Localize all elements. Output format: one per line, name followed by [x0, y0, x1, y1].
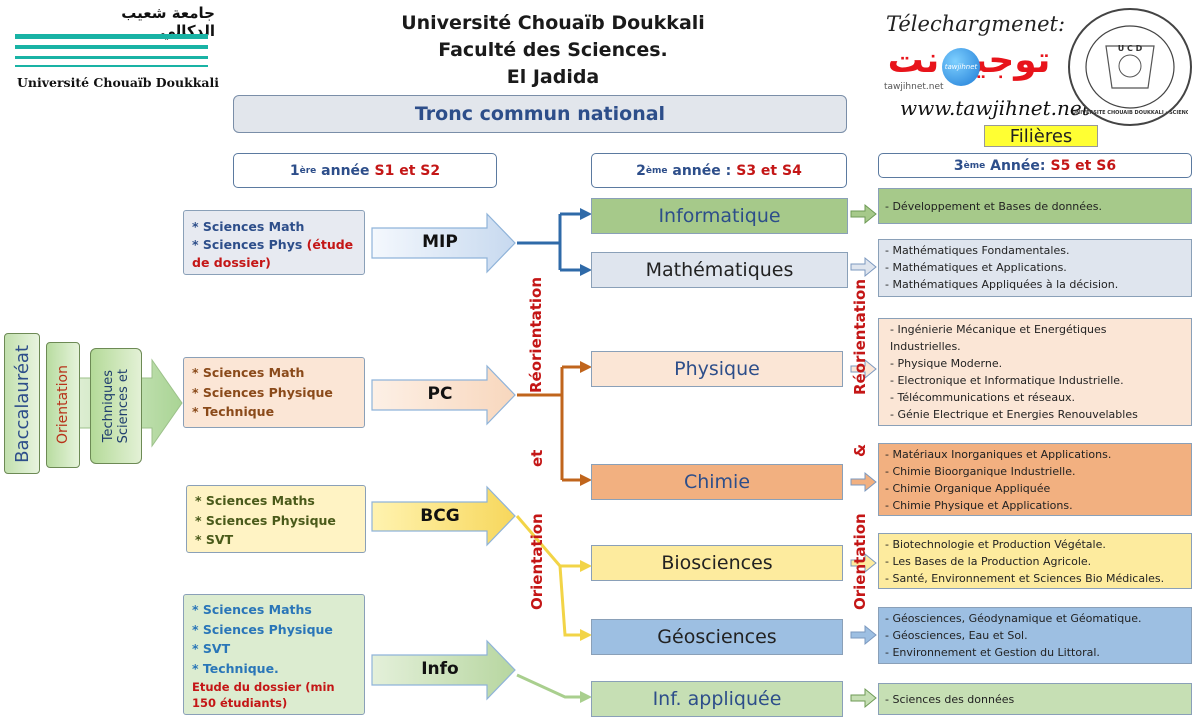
module-chimie: Chimie: [591, 464, 843, 500]
reorientation-label-right: Réorientation: [851, 278, 869, 395]
spec-chimie: - Matériaux Inorganiques et Applications…: [878, 443, 1192, 516]
spec-physique: - Ingénierie Mécanique et Energétiques I…: [878, 318, 1192, 426]
module-mathematiques: Mathématiques: [591, 252, 848, 288]
module-biosciences: Biosciences: [591, 545, 843, 581]
bac-group-info: * Sciences Maths * Sciences Physique * S…: [183, 594, 365, 715]
seal-emblem: [1068, 8, 1192, 126]
brand-logo: توجيه نت tawjihnet: [884, 40, 1054, 90]
spec-mathematiques: - Mathématiques Fondamentales. - Mathéma…: [878, 239, 1192, 297]
baccalaureat-box: Baccalauréat: [4, 333, 40, 474]
brand-badge: tawjihnet: [942, 48, 980, 86]
brand-small-url: tawjihnet.net: [884, 82, 944, 92]
logo-stripe: [15, 65, 208, 67]
small-arrow-geosciences: [850, 624, 877, 646]
spec-geosciences: - Géosciences, Géodynamique et Géomatiqu…: [878, 607, 1192, 664]
logo-latin-name: Université Chouaïb Doukkali: [17, 75, 219, 90]
module-geosciences: Géosciences: [591, 619, 843, 655]
small-arrow-biosciences: [850, 552, 877, 574]
spec-informatique: - Développement et Bases de données.: [878, 188, 1192, 224]
download-label: Télechargmenet:: [886, 12, 1066, 36]
spec-inf-appliquee: - Sciences des données: [878, 683, 1192, 715]
small-arrow-inf-appliquee: [850, 687, 877, 709]
orientation-label-right: Orientation: [851, 513, 869, 610]
bcg-arrow: [371, 485, 516, 547]
module-inf-appliquee: Inf. appliquée: [591, 681, 843, 717]
small-arrow-chimie: [850, 471, 877, 493]
orientation-label-left: Orientation: [528, 513, 546, 610]
track-pc-label: PC: [427, 384, 453, 404]
small-arrow-informatique: [850, 203, 877, 225]
filieres-badge: Filières: [984, 125, 1098, 147]
title-line-2: Faculté des Sciences.: [438, 39, 668, 61]
website-url[interactable]: www.tawjihnet.net: [900, 96, 1090, 120]
small-arrow-physique: [850, 358, 877, 380]
track-info-label: Info: [421, 659, 459, 679]
seal-text: UNIVERSITE CHOUAIB DOUKKALI · SCIENCES E…: [1072, 110, 1188, 116]
logo-stripe: [15, 45, 208, 49]
logo-stripe: [15, 34, 208, 39]
track-bcg-label: BCG: [420, 506, 460, 526]
bac-group-pc: * Sciences Math * Sciences Physique * Te…: [183, 357, 365, 428]
title-line-3: El Jadida: [506, 66, 600, 88]
ampersand-label: &: [851, 443, 869, 457]
small-arrow-mathematiques: [850, 256, 877, 278]
et-label: et: [528, 449, 546, 467]
bac-group-bcg: * Sciences Maths * Sciences Physique * S…: [186, 485, 366, 553]
info-arrow: [371, 639, 516, 701]
pc-arrow: [371, 364, 516, 426]
logo-stripe: [15, 56, 208, 59]
reorientation-label-left: Réorientation: [527, 276, 545, 393]
orientation-box: Orientation: [46, 342, 80, 468]
module-informatique: Informatique: [591, 198, 848, 234]
university-seal: UNIVERSITE CHOUAIB DOUKKALI · SCIENCES E…: [1066, 6, 1194, 128]
bac-group-mip: * Sciences Math * Sciences Phys (étude d…: [183, 210, 365, 275]
sciences-techniques-box: Techniques Sciences et: [90, 348, 142, 464]
mip-arrow: [371, 212, 516, 274]
spec-biosciences: - Biotechnologie et Production Végétale.…: [878, 533, 1192, 589]
title-line-1: Université Chouaïb Doukkali: [401, 12, 705, 34]
ucd-logo: جامعة شعيب الدكالي Université Chouaïb Do…: [15, 4, 219, 94]
page-title: Université Chouaïb Doukkali Faculté des …: [380, 10, 726, 91]
seal-center: U C D: [1117, 44, 1143, 53]
track-mip-label: MIP: [422, 232, 458, 252]
tronc-commun-banner: Tronc commun national: [233, 95, 847, 133]
module-physique: Physique: [591, 351, 843, 387]
